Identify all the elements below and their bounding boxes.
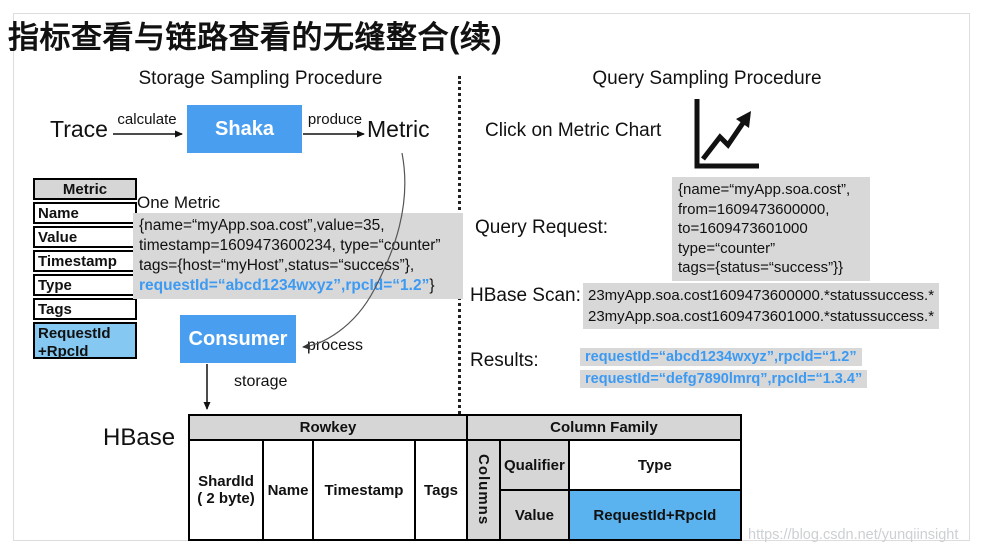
one-metric-line: timestamp=1609473600234, type=“counter” [139, 237, 441, 254]
column-family-header: Column Family [466, 414, 742, 441]
metric-row-name: Name [33, 202, 137, 224]
requestid-line: RequestId [38, 325, 111, 342]
query-line: tags={status=“success”}} [678, 259, 844, 276]
shardid-bytes-line: ( 2 byte) [197, 490, 255, 507]
click-on-metric-chart-label: Click on Metric Chart [485, 120, 662, 141]
closing-brace: } [429, 277, 435, 294]
qualifier-cell: Qualifier [499, 439, 570, 491]
query-request-block: {name=“myApp.soa.cost”, from=16094736000… [672, 177, 870, 281]
query-procedure-heading: Query Sampling Procedure [592, 68, 822, 89]
result-line: requestId=“abcd1234wxyz”,rpcId=“1.2” [580, 348, 862, 366]
value-cell: Value [499, 489, 570, 541]
metric-fields-table: Metric Name Value Timestamp Type Tags Re… [33, 178, 137, 360]
query-line: {name=“myApp.soa.cost”, [678, 181, 851, 198]
rpcid-line: +RpcId [38, 343, 89, 360]
metric-row-timestamp: Timestamp [33, 250, 137, 272]
consumer-node: Consumer [180, 315, 296, 363]
storage-arrow-label: storage [234, 373, 288, 390]
metric-row-requestid-rpcid: RequestId +RpcId [33, 322, 137, 360]
dotted-divider [458, 76, 461, 540]
hbase-schema-table: Rowkey Column Family ShardId ( 2 byte) N… [188, 414, 742, 541]
page-title: 指标查看与链路查看的无缝整合(续) [8, 20, 503, 55]
query-line: from=1609473600000, [678, 200, 830, 218]
type-cell: Type [567, 439, 742, 491]
produce-arrow-label: produce [307, 111, 363, 128]
hbase-label: HBase [103, 424, 176, 451]
metric-row-tags: Tags [33, 298, 137, 320]
query-request-label: Query Request: [475, 217, 609, 238]
metric-row-value: Value [33, 226, 137, 248]
one-metric-label: One Metric [137, 193, 221, 212]
trace-node: Trace [50, 116, 108, 142]
query-line: to=1609473601000 [678, 220, 808, 237]
metric-row-type: Type [33, 274, 137, 296]
process-arrow-label: process [307, 337, 364, 354]
line-chart-icon [694, 99, 759, 169]
tags-cell: Tags [414, 439, 468, 541]
calculate-arrow-label: calculate [117, 111, 177, 128]
name-cell: Name [262, 439, 314, 541]
one-metric-line-highlight: requestId=“abcd1234wxyz”,rpcId=“1.2”} [139, 276, 457, 296]
results-block: requestId=“abcd1234wxyz”,rpcId=“1.2” req… [580, 348, 868, 392]
requestid-rpcid-cell: RequestId+RpcId [567, 489, 742, 541]
query-line: type=“counter” [678, 239, 776, 257]
one-metric-line: {name=“myApp.soa.cost”,value=35, [139, 217, 385, 234]
scan-line: 23myApp.soa.cost1609473600000.*statussuc… [588, 287, 935, 304]
requestid-rpcid-highlight: requestId=“abcd1234wxyz”,rpcId=“1.2” [139, 277, 430, 294]
columns-cell: Columns [466, 439, 501, 541]
watermark: https://blog.csdn.net/yunqiinsight [748, 527, 959, 543]
result-line: requestId=“defg7890lmrq”,rpcId=“1.3.4” [580, 370, 868, 388]
hbase-scan-block: 23myApp.soa.cost1609473600000.*statussuc… [583, 283, 940, 329]
storage-procedure-heading: Storage Sampling Procedure [138, 68, 383, 89]
one-metric-code-block: {name=“myApp.soa.cost”,value=35, timesta… [133, 213, 463, 299]
shardid-line: ShardId [198, 473, 254, 490]
results-label: Results: [470, 350, 539, 371]
shardid-cell: ShardId ( 2 byte) [188, 439, 264, 541]
scan-line: 23myApp.soa.cost1609473601000.*statussuc… [588, 308, 935, 325]
timestamp-cell: Timestamp [312, 439, 416, 541]
one-metric-line: tags={host=“myHost”,status=“success”}, [139, 257, 415, 274]
metric-node: Metric [367, 116, 430, 142]
rowkey-header: Rowkey [188, 414, 468, 441]
hbase-scan-label: HBase Scan: [470, 285, 581, 306]
shaka-node: Shaka [187, 105, 302, 153]
metric-table-header: Metric [33, 178, 137, 200]
